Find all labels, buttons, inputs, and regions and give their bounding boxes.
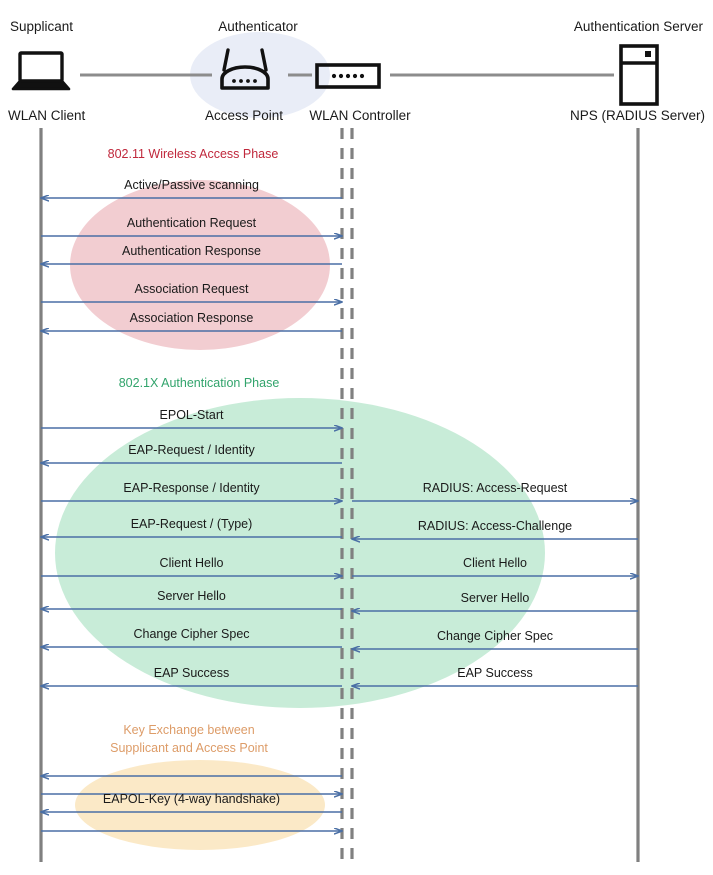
node-label-nps-radius-server: NPS (RADIUS Server): [569, 108, 705, 123]
node-label-wlan-client: WLAN Client: [8, 108, 86, 123]
message-label-left-7: EAP-Response / Identity: [123, 481, 260, 495]
node-label-access-point: Access Point: [204, 108, 284, 123]
node-label-wlan-controller: WLAN Controller: [309, 108, 411, 123]
message-label-left-3: Association Request: [134, 282, 249, 296]
role-label-authentication-server: Authentication Server: [573, 19, 703, 34]
server-rack-icon: [619, 44, 659, 106]
authenticator-halo: [190, 32, 330, 118]
role-label-authenticator: Authenticator: [218, 19, 298, 34]
message-label-left-10: Server Hello: [157, 589, 226, 603]
phase-ellipse-key-exchange: [75, 760, 325, 850]
message-label-left-6: EAP-Request / Identity: [128, 443, 255, 457]
message-label-left-2: Authentication Response: [122, 244, 261, 258]
role-label-supplicant: Supplicant: [10, 19, 74, 34]
message-label-right-5: EAP Success: [457, 666, 533, 680]
message-label-right-1: RADIUS: Access-Challenge: [417, 519, 573, 533]
phase-label-dot1x-auth: 802.1X Authentication Phase: [118, 376, 280, 390]
message-label-left-4: Association Response: [129, 311, 254, 325]
network-switch-icon: [315, 63, 381, 89]
phase-ellipse-wireless-access: [70, 180, 330, 350]
message-arrows-right: [352, 501, 638, 686]
message-label-left-5: EPOL-Start: [159, 408, 224, 422]
message-label-left-0: Active/Passive scanning: [124, 178, 259, 192]
message-label-left-11: Change Cipher Spec: [133, 627, 250, 641]
message-arrows-left: [41, 198, 342, 831]
wireless-router-icon: [220, 48, 270, 90]
message-label-left-9: Client Hello: [159, 556, 224, 570]
message-label-right-2: Client Hello: [463, 556, 527, 570]
message-label-left-12: EAP Success: [153, 666, 230, 680]
message-label-left-1: Authentication Request: [126, 216, 257, 230]
message-label-left-8: EAP-Request / (Type): [130, 517, 253, 531]
phase-ellipse-dot1x-auth: [55, 398, 545, 708]
message-label-right-4: Change Cipher Spec: [436, 629, 554, 643]
message-label-right-0: RADIUS: Access-Request: [422, 481, 568, 495]
phase-label-key-exchange-line2: Supplicant and Access Point: [110, 741, 268, 755]
phase-label-wireless-access: 802.11 Wireless Access Phase: [107, 147, 279, 161]
laptop-icon: [11, 51, 71, 91]
message-label-right-3: Server Hello: [460, 591, 530, 605]
message-label-left-15: EAPOL-Key (4-way handshake): [102, 792, 281, 806]
phase-label-key-exchange-line1: Key Exchange between: [123, 723, 255, 737]
